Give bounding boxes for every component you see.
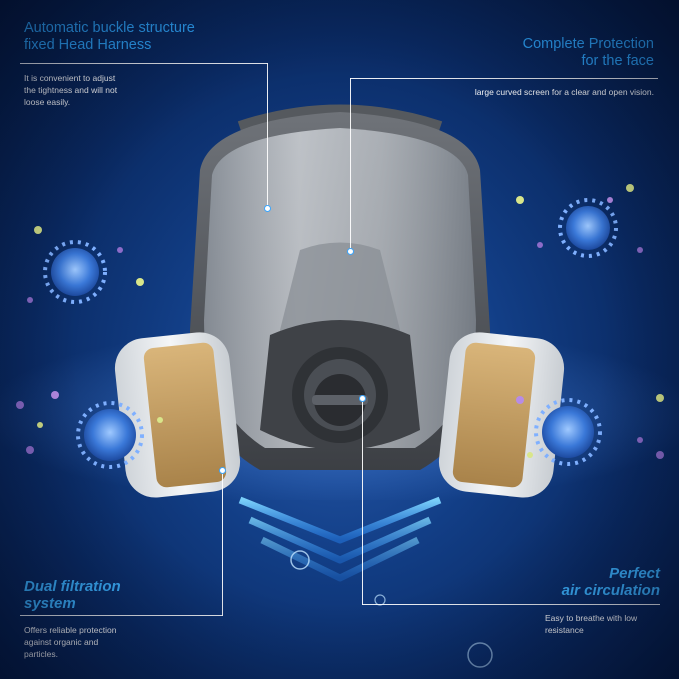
callout-line-face-h: [350, 78, 658, 80]
feature-desc: particles.: [24, 649, 59, 659]
callout-line-air-h: [362, 604, 660, 606]
callout-line-face-v: [350, 78, 352, 250]
feature-title: Automatic buckle structure: [24, 20, 195, 36]
feature-face-protection-desc: large curved screen for a clear and open…: [420, 86, 654, 98]
callout-dot-icon: [359, 395, 366, 402]
feature-face-protection: Complete Protection for the face: [430, 36, 654, 70]
feature-desc: resistance: [545, 625, 584, 635]
callout-dot-icon: [219, 467, 226, 474]
feature-desc: It is convenient to adjust: [24, 73, 116, 83]
callout-line-harness-v: [267, 63, 269, 208]
callout-line-harness-h: [20, 63, 268, 65]
callout-dot-icon: [264, 205, 271, 212]
feature-air-circulation: Perfect air circulation: [460, 565, 660, 599]
feature-title: Complete Protection: [522, 36, 654, 52]
feature-desc: the tightness and will not: [24, 85, 118, 95]
feature-head-harness: Automatic buckle structure fixed Head Ha…: [24, 20, 264, 54]
feature-desc: large curved screen for a clear and open…: [474, 87, 654, 97]
feature-title: air circulation: [561, 582, 660, 599]
right-filter-cartridge: [438, 332, 565, 498]
virus-particle-icon: [43, 240, 107, 304]
callout-dot-icon: [347, 248, 354, 255]
feature-dual-filtration-desc: Offers reliable protection against organ…: [24, 624, 174, 660]
callout-line-air-v: [362, 398, 364, 605]
feature-title: fixed Head Harness: [24, 37, 152, 53]
feature-desc: loose easily.: [24, 97, 71, 107]
feature-dual-filtration: Dual filtration system: [24, 578, 224, 612]
callout-line-filter-h: [20, 615, 223, 617]
feature-desc: Easy to breathe with low: [545, 613, 638, 623]
feature-desc: against organic and: [24, 637, 99, 647]
feature-head-harness-desc: It is convenient to adjust the tightness…: [24, 72, 164, 108]
feature-title: for the face: [581, 53, 654, 69]
feature-desc: Offers reliable protection: [24, 625, 117, 635]
virus-particle-icon: [558, 198, 618, 258]
feature-title: system: [24, 595, 76, 612]
feature-title: Dual filtration: [24, 578, 121, 595]
feature-title: Perfect: [609, 565, 660, 582]
feature-air-circulation-desc: Easy to breathe with low resistance: [545, 612, 665, 636]
left-filter-cartridge: [114, 332, 241, 498]
